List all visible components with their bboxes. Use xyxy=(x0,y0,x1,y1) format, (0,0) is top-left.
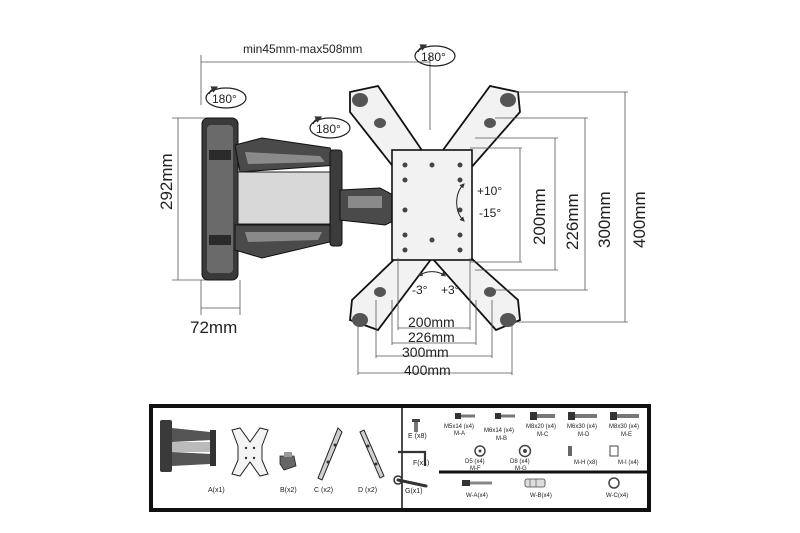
wall-washer-icon xyxy=(608,477,620,489)
screw-size: M8x20 (x4) xyxy=(526,424,556,430)
extension-label: min45mm-max508mm xyxy=(243,42,362,56)
screw-size: M6x30 (x4) xyxy=(567,424,597,430)
screw-size: M8x30 (x4) xyxy=(609,424,639,430)
screw-icon xyxy=(455,413,475,419)
swivel-left-label: -3° xyxy=(412,283,428,297)
part-plate xyxy=(231,427,269,477)
screw-code: M-B xyxy=(496,436,507,442)
washer-size: D8 (x4) xyxy=(510,459,530,465)
screw-code: M-D xyxy=(578,432,590,438)
washer-code: M-G xyxy=(515,466,527,472)
h300-label: 300mm xyxy=(402,344,449,360)
parts-box xyxy=(149,404,651,512)
washer-size: D5 (x4) xyxy=(465,459,485,465)
tilt-down-label: -15° xyxy=(479,206,501,220)
v226-label: 226mm xyxy=(563,193,582,250)
h200-label: 200mm xyxy=(408,314,455,330)
v300-label: 300mm xyxy=(595,191,614,248)
rotation-badge-top: 180° xyxy=(414,44,456,67)
washer-row: D5 (x4) M-F D8 (x4) M-G M-H (x8) M-I (x4… xyxy=(465,444,639,472)
anchor-label: W-C(x4) xyxy=(606,493,628,499)
screw-row: M5x14 (x4) M-A M6x14 (x4) M-B M8x20 (x4)… xyxy=(444,412,639,442)
depth-label: 72mm xyxy=(190,318,237,337)
screw-code: M-E xyxy=(621,432,632,438)
washer-icon xyxy=(474,445,486,457)
height-dimension: 292mm xyxy=(157,117,212,281)
anchor-row: W-A(x4) W-B(x4) W-C(x4) xyxy=(462,477,628,499)
anchor-label: W-A(x4) xyxy=(466,493,488,499)
rotation-badge-left: 180° xyxy=(205,86,247,109)
part-b: B(x2) xyxy=(279,452,297,494)
screw-icon xyxy=(495,413,515,419)
part-d: D (x2) xyxy=(358,429,385,494)
wall-plate xyxy=(201,117,239,281)
part-f-hex-key-icon: F(x1) xyxy=(398,450,429,467)
wall-anchor-icon xyxy=(524,478,546,488)
depth-dimension: 72mm xyxy=(190,280,241,337)
v200-label: 200mm xyxy=(530,188,549,245)
part-a-label: A(x1) xyxy=(208,487,225,494)
horizontal-dimensions xyxy=(357,258,513,375)
vertical-dimensions xyxy=(470,91,628,323)
lag-bolt-icon xyxy=(462,480,492,486)
vesa-bracket: +10° -15° -3° +3° xyxy=(349,84,521,332)
part-g-wrench-icon: G(x1) xyxy=(393,475,428,495)
screw-icon xyxy=(530,412,555,420)
tilt-up-label: +10° xyxy=(477,184,502,198)
arm-lower xyxy=(234,224,339,259)
arm-upper xyxy=(234,137,339,173)
part-d-label: D (x2) xyxy=(358,487,377,494)
washer-size: M-H (x8) xyxy=(574,460,597,466)
spacer-icon xyxy=(568,446,572,456)
rotation-left-label: 180° xyxy=(212,92,237,106)
rotation-mid-label: 180° xyxy=(316,122,341,136)
washer-icon xyxy=(518,444,532,458)
rotation-badge-mid: 180° xyxy=(309,116,351,139)
washer-code: M-F xyxy=(470,466,481,472)
swivel-right-label: +3° xyxy=(441,283,460,297)
h226-label: 226mm xyxy=(408,329,455,345)
part-e-label: E (x8) xyxy=(408,433,427,440)
screw-size: M6x14 (x4) xyxy=(484,428,514,434)
part-a-arm: A(x1) xyxy=(160,420,225,494)
screw-icon xyxy=(610,412,639,420)
part-f-label: F(x1) xyxy=(413,460,429,467)
extension-dimension: min45mm-max508mm xyxy=(200,42,431,130)
part-c: C (x2) xyxy=(314,427,343,494)
washer-size: M-I (x4) xyxy=(618,460,639,466)
part-b-label: B(x2) xyxy=(280,487,297,494)
height-label: 292mm xyxy=(157,153,176,210)
screw-code: M-A xyxy=(454,431,465,437)
part-g-label: G(x1) xyxy=(405,488,423,495)
h400-label: 400mm xyxy=(404,362,451,378)
v400-label: 400mm xyxy=(630,191,649,248)
rotation-top-label: 180° xyxy=(421,50,446,64)
screw-icon xyxy=(568,412,597,420)
spacer-icon xyxy=(609,445,619,457)
part-c-label: C (x2) xyxy=(314,487,333,494)
screw-code: M-C xyxy=(537,432,549,438)
arm-center xyxy=(237,149,401,247)
screw-size: M5x14 (x4) xyxy=(444,424,474,430)
anchor-label: W-B(x4) xyxy=(530,493,552,499)
part-e-screw-icon: E (x8) xyxy=(408,419,427,440)
